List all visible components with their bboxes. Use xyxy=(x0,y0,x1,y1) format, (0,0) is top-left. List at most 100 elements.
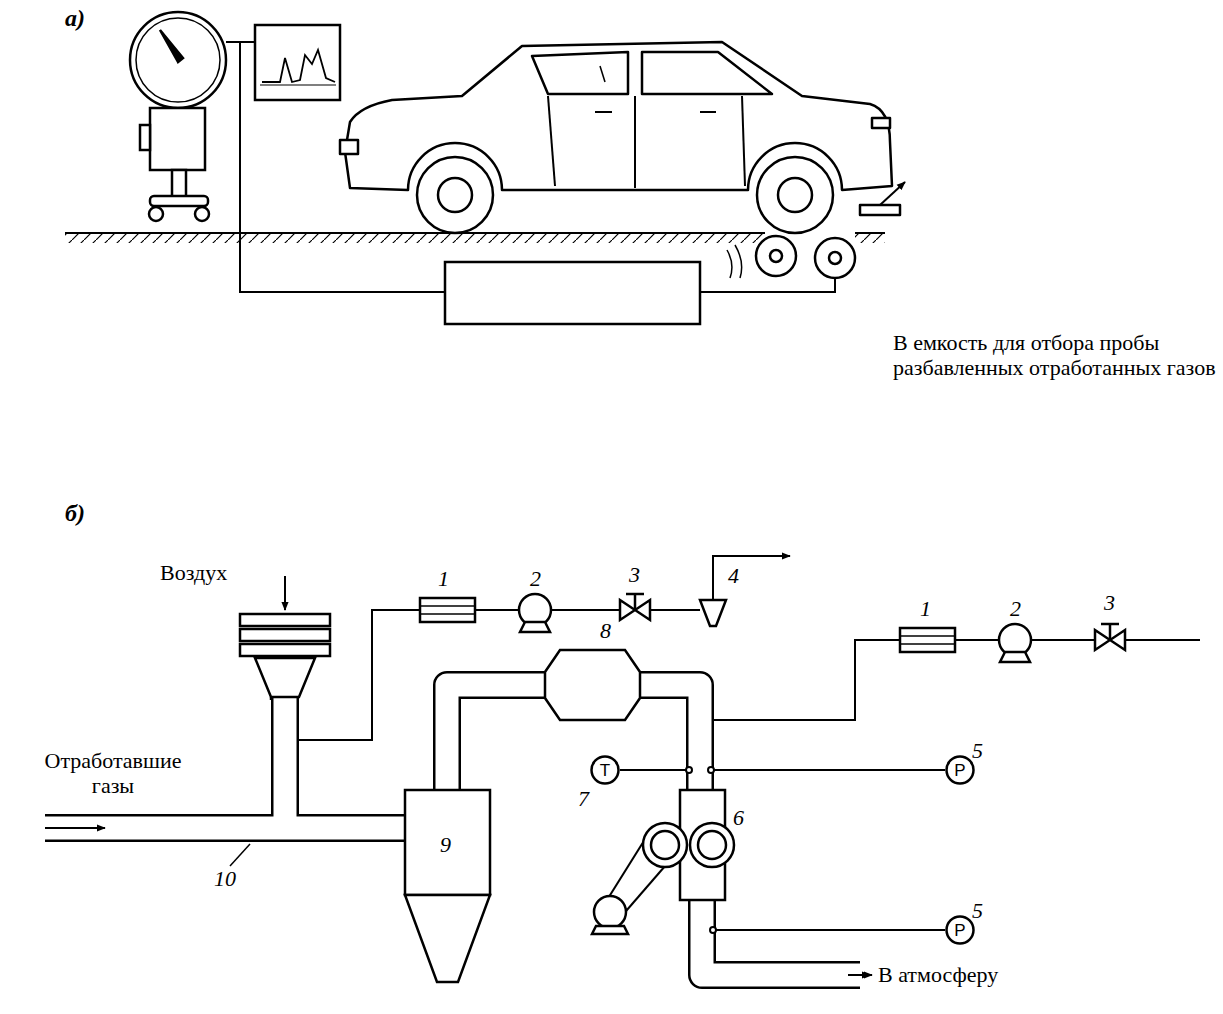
gauge-lines xyxy=(708,767,714,773)
sample-line-1 xyxy=(551,609,620,611)
callout-number: 10 xyxy=(214,866,236,891)
ground xyxy=(855,234,885,243)
flow-label: Воздух xyxy=(160,560,227,585)
dyno-rollers xyxy=(770,250,782,262)
pipe-walls xyxy=(40,817,408,840)
gauge-lines xyxy=(686,767,692,773)
car xyxy=(860,205,900,215)
pipe-walls xyxy=(702,895,866,975)
callout-number: 9 xyxy=(440,832,451,857)
car xyxy=(757,157,833,233)
control-box xyxy=(445,262,700,324)
cyclone-9 xyxy=(405,895,490,982)
sample-line-2 xyxy=(714,640,900,720)
speed-gauge xyxy=(160,30,183,62)
sample-line-1 xyxy=(475,609,519,611)
exhaust-arrow xyxy=(880,182,905,205)
sample-valve-3 xyxy=(1101,623,1119,626)
sample-filter-1 xyxy=(900,635,955,637)
gauge-letter: P xyxy=(954,922,965,939)
dyno-rollers xyxy=(735,245,742,278)
callout-number: 4 xyxy=(728,563,739,588)
gauge-circle xyxy=(947,917,974,944)
blower-6 xyxy=(594,896,626,928)
sample-filter-1 xyxy=(420,613,475,615)
blower-6 xyxy=(651,831,679,859)
car xyxy=(872,118,890,128)
callout-number: 3 xyxy=(629,562,640,587)
sample-line-1 xyxy=(299,556,790,740)
callout-number: 2 xyxy=(530,566,541,591)
car xyxy=(700,111,716,113)
car xyxy=(340,42,900,233)
section-letter: б) xyxy=(65,500,85,528)
sample-valve-3 xyxy=(620,594,1125,650)
sample-line-1 xyxy=(299,610,420,740)
blower-6 xyxy=(643,823,687,867)
speed-gauge xyxy=(195,207,209,221)
mixing-tee-10 xyxy=(230,844,250,866)
sample-filter-1 xyxy=(900,643,955,645)
callout-number: 3 xyxy=(1104,590,1115,615)
cyclone-9 xyxy=(405,790,490,982)
sample-valve-3 xyxy=(634,594,637,610)
blower-6 xyxy=(698,831,726,859)
air-filter xyxy=(240,644,330,656)
callout-number: 5 xyxy=(972,898,983,923)
air-filter xyxy=(240,614,330,626)
dyno-rollers xyxy=(727,250,732,278)
air-filter xyxy=(255,658,315,697)
flowmeter-4 xyxy=(700,600,726,626)
thermometer-gauge: T xyxy=(590,755,620,785)
recorder-screen xyxy=(260,84,336,85)
car xyxy=(634,96,636,188)
speed-gauge xyxy=(172,170,186,198)
speed-gauge xyxy=(149,207,163,221)
callout-number: 1 xyxy=(920,596,931,621)
air-filter xyxy=(240,614,330,700)
dyno-rollers xyxy=(756,236,796,276)
gauge-lines xyxy=(716,929,945,931)
sample-pump-2 xyxy=(519,594,1031,662)
recorder-screen xyxy=(255,25,340,100)
callout-number: 7 xyxy=(578,786,589,811)
gauge-letter: T xyxy=(600,762,610,779)
air-filter xyxy=(240,629,330,641)
speed-gauge xyxy=(130,12,226,221)
flow-arrows xyxy=(284,576,286,610)
car xyxy=(778,178,812,212)
car xyxy=(532,52,628,94)
speed-gauge xyxy=(130,12,226,108)
pressure-gauge: P xyxy=(945,915,975,945)
gauge-lines xyxy=(710,927,716,933)
blower-6 xyxy=(592,926,628,934)
gauge-lines xyxy=(620,767,945,933)
sample-line-2 xyxy=(1031,639,1095,641)
dyno-rollers xyxy=(815,238,855,278)
car xyxy=(340,140,358,154)
flowmeter-4 xyxy=(700,600,726,626)
speed-gauge xyxy=(140,125,150,150)
car xyxy=(548,96,555,186)
filter-8 xyxy=(545,650,640,720)
callout-number: 5 xyxy=(972,738,983,763)
callout-number: 2 xyxy=(1010,596,1021,621)
test-stand-wires xyxy=(700,278,835,292)
car xyxy=(438,178,472,212)
callout-number: 1 xyxy=(438,566,449,591)
callout-number: 8 xyxy=(600,618,611,643)
flow-label: Отработавшие газы xyxy=(28,748,198,799)
pipe-walls xyxy=(632,685,700,795)
speed-gauge xyxy=(150,196,208,206)
sample-line-2 xyxy=(1125,639,1200,641)
blower-6 xyxy=(690,823,734,867)
pipe-walls xyxy=(274,690,297,828)
sample-pump-2 xyxy=(1000,652,1030,662)
sample-line-2 xyxy=(714,640,1200,720)
gauge-lines xyxy=(714,769,945,771)
speed-gauge xyxy=(150,108,205,170)
sample-filter-1 xyxy=(420,598,475,622)
ground xyxy=(65,232,765,234)
